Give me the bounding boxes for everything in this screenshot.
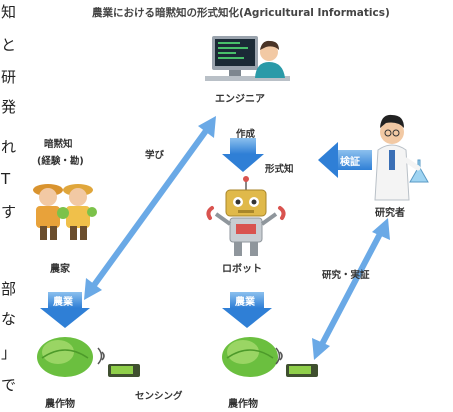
side-text-char: れ: [1, 138, 17, 156]
sensor-right-icon: [275, 347, 318, 377]
side-text-char: 部: [1, 280, 17, 298]
engineer-label: エンジニア: [215, 94, 265, 105]
farmers-label: 農家: [50, 264, 70, 275]
side-text-char: 知: [1, 3, 17, 21]
side-text-char: 発: [1, 98, 17, 116]
research-arrow: [312, 218, 390, 360]
crop-right-label: 農作物: [228, 399, 258, 410]
cabbage-left-illustration: [37, 337, 93, 377]
learning-arrow: [84, 116, 216, 300]
side-text-char: T: [1, 170, 11, 188]
research-demo-label: 研究・実証: [322, 270, 370, 281]
robot-label: ロボット: [222, 264, 262, 275]
researcher-label: 研究者: [375, 208, 405, 219]
diagram-title: 農業における暗黙知の形式知化(Agricultural Informatics): [92, 7, 390, 19]
researcher-illustration: [374, 114, 429, 201]
cabbage-right-illustration: [222, 337, 278, 377]
learning-label: 学び: [145, 150, 165, 161]
robot-illustration: [206, 176, 286, 256]
farming-arrow-left: [40, 292, 90, 328]
engineer-illustration: [205, 36, 290, 81]
create-label: 作成: [236, 129, 256, 140]
tacit-knowledge-label: 暗黙知: [44, 139, 73, 150]
farmers-illustration: [33, 184, 97, 240]
side-text-char: な: [1, 310, 17, 328]
side-text-char: 研: [1, 68, 17, 86]
verify-label: 検証: [340, 157, 360, 168]
side-text-char: と: [1, 36, 17, 54]
tacit-detail-label: (経験・勘): [37, 156, 84, 167]
sensor-left-icon: [97, 347, 140, 377]
verify-arrow: [318, 142, 372, 178]
farming-right-label: 農業: [235, 297, 255, 308]
sensing-label: センシング: [135, 391, 183, 402]
side-text-char: 」: [1, 344, 17, 362]
side-text-char: す: [1, 203, 17, 221]
side-text-char: で: [1, 376, 17, 394]
farming-left-label: 農業: [53, 297, 73, 308]
create-arrow: [222, 138, 264, 172]
farming-arrow-right: [222, 292, 272, 328]
crop-left-label: 農作物: [45, 399, 75, 410]
explicit-knowledge-label: 形式知: [265, 164, 294, 175]
